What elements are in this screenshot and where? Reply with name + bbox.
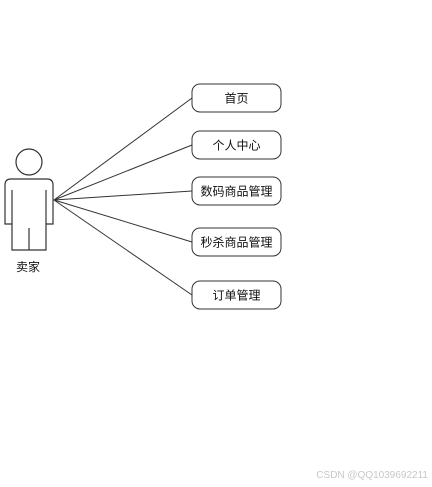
use-case-personal-center: 个人中心 [191,130,282,160]
use-case-box [191,176,282,206]
actor-label: 卖家 [16,259,40,274]
use-case-label: 数码商品管理 [200,184,272,199]
association-line-orders [53,199,193,296]
association-line-digital-goods [53,190,193,201]
use-case-label: 首页 [224,92,248,106]
use-case-box [191,83,282,113]
use-case-label: 订单管理 [212,288,260,303]
association-line-personal-center [53,144,193,201]
use-case-box [191,227,282,257]
association-lines [53,97,193,296]
use-case-digital-goods-management: 数码商品管理 [191,176,282,206]
actor-head [15,148,43,176]
actor-figure [4,148,54,251]
use-case-label: 个人中心 [212,138,260,153]
use-case-label: 秒杀商品管理 [200,235,272,250]
actor-body [4,178,54,251]
association-line-home [53,97,193,201]
watermark: CSDN @QQ1039692211 [316,470,428,481]
use-case-box [191,130,282,160]
association-line-flash-sale [53,199,193,243]
use-case-box [191,280,282,310]
use-case-flash-sale-management: 秒杀商品管理 [191,227,282,257]
use-case-home: 首页 [191,83,282,113]
use-case-order-management: 订单管理 [191,280,282,310]
